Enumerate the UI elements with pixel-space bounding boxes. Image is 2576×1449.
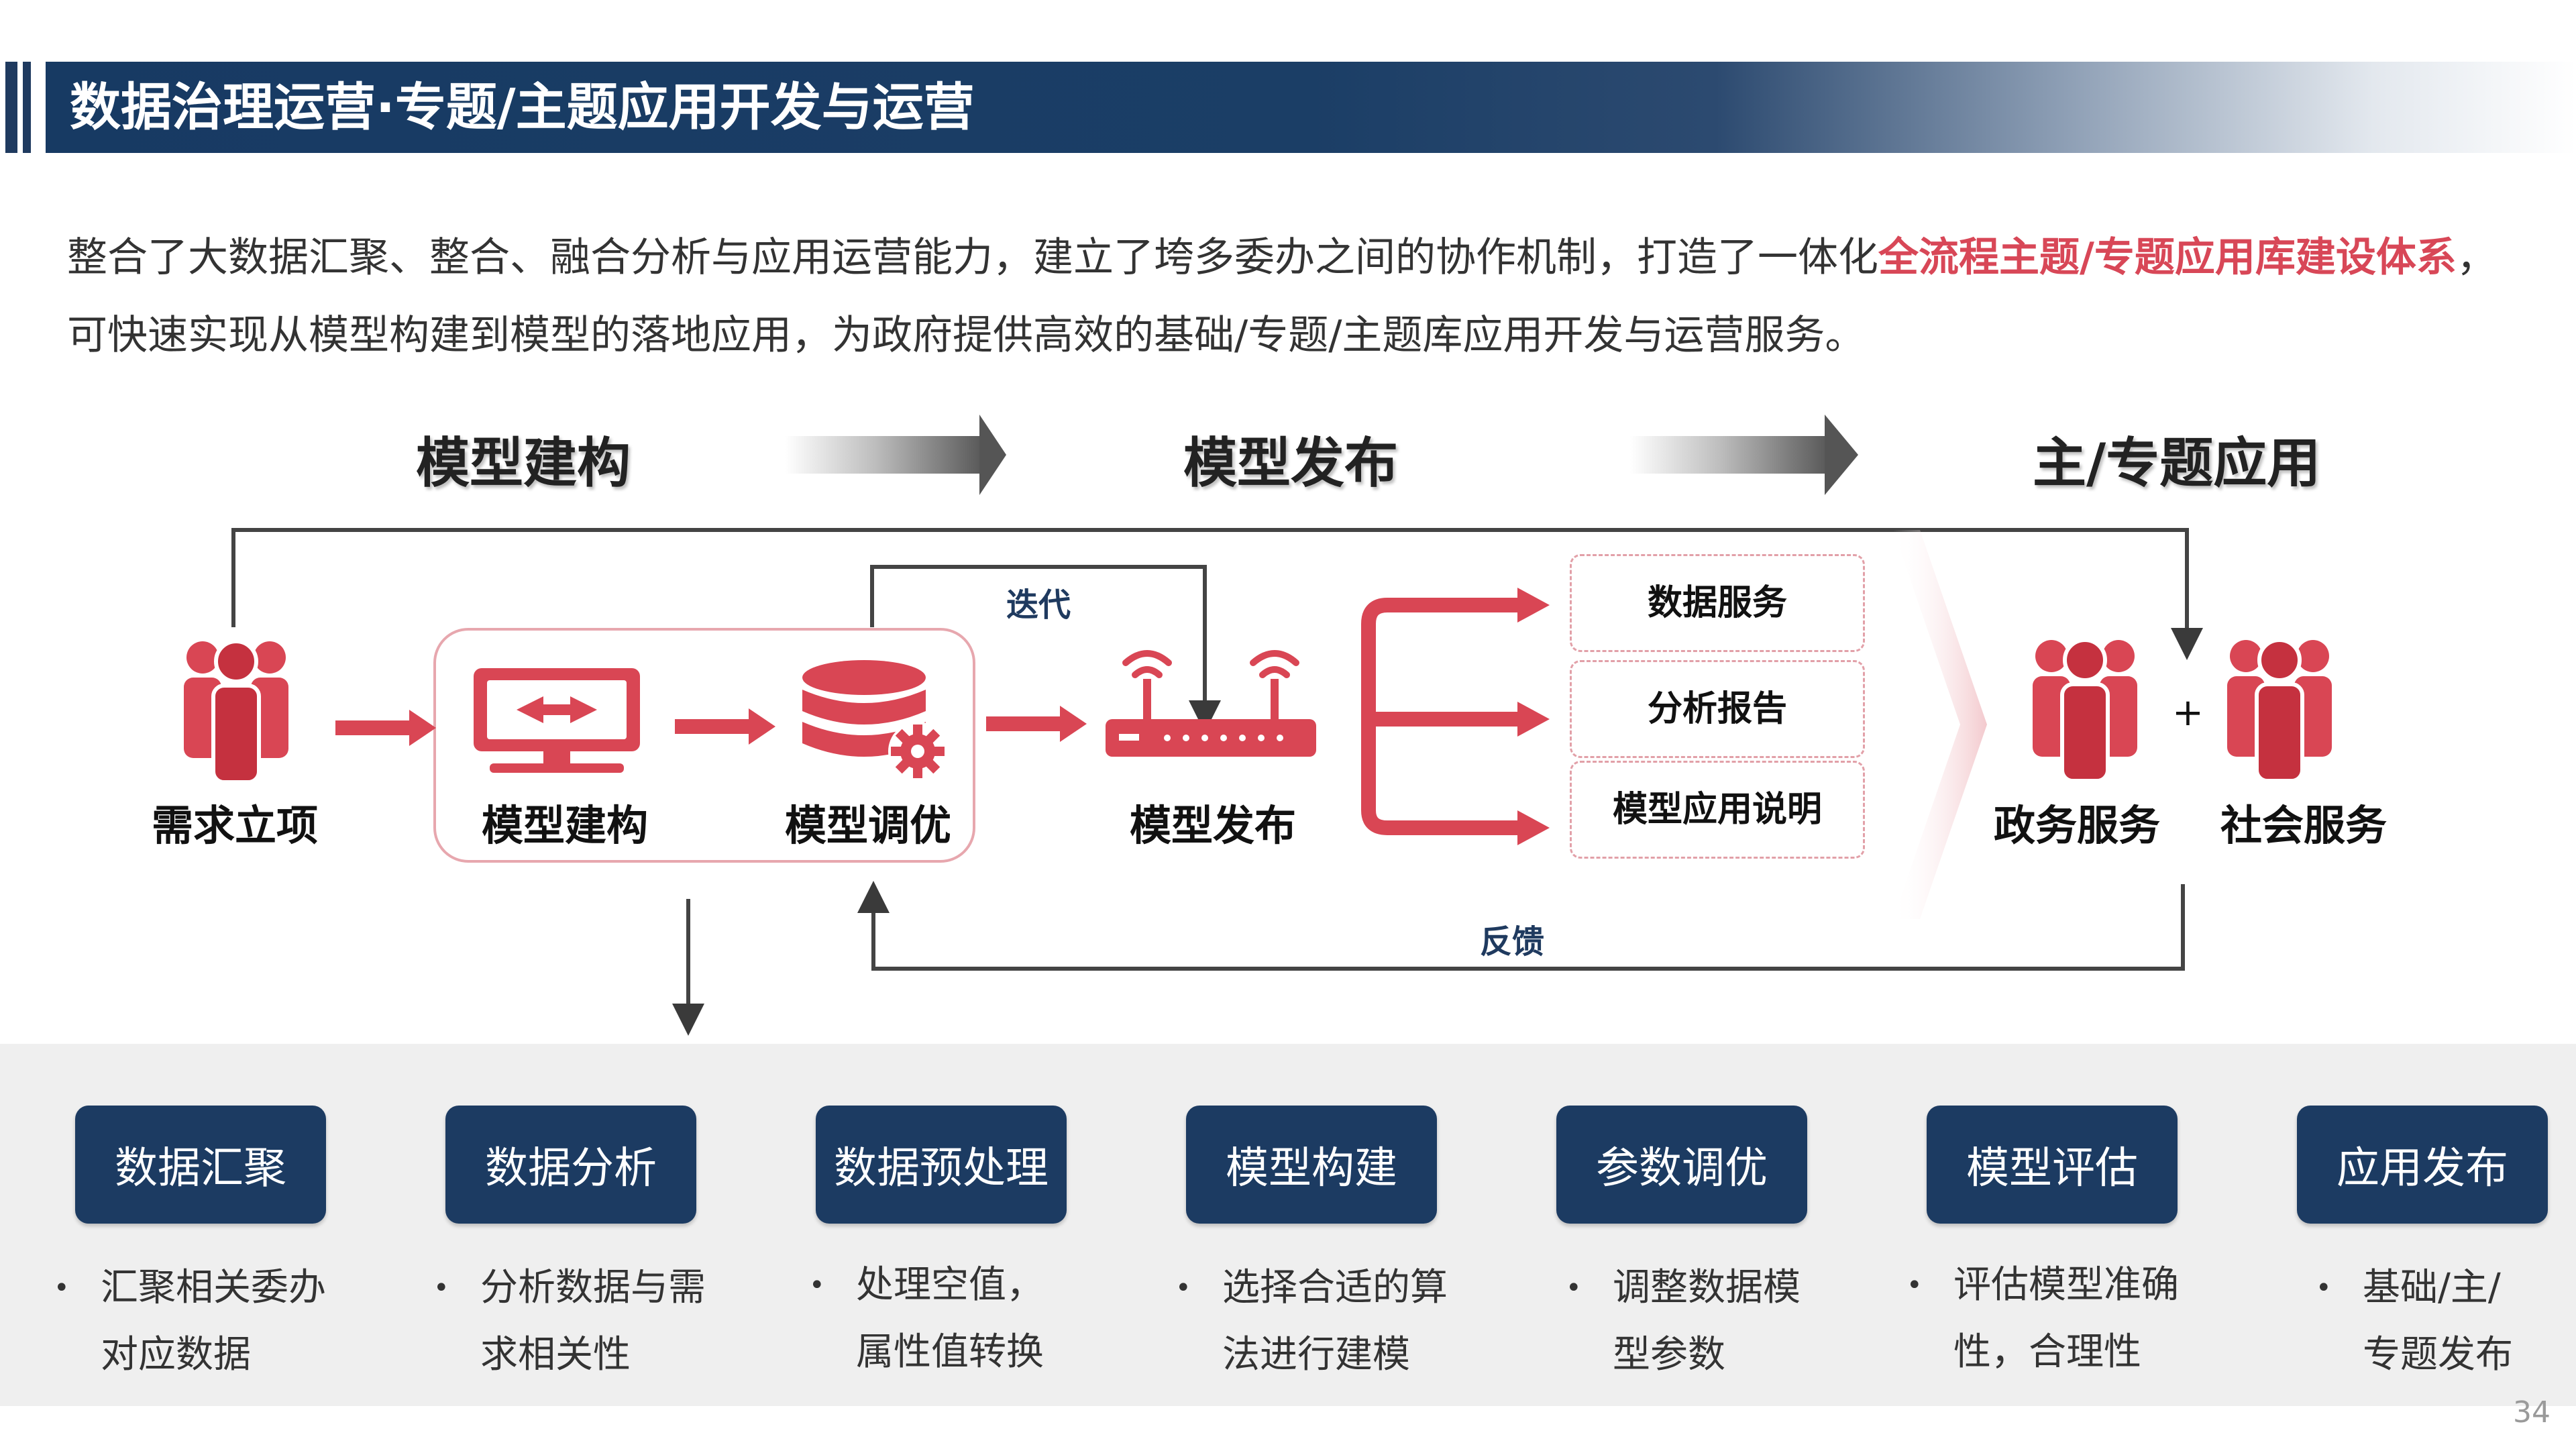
bullet-icon: • — [1566, 1273, 1582, 1303]
intro-paragraph: 整合了大数据汇聚、整合、融合分析与应用运营能力，建立了垮多委办之间的协作机制，打… — [67, 219, 2509, 374]
label-iterate: 迭代 — [1006, 586, 1071, 624]
bullet-icon: • — [1907, 1270, 1923, 1301]
flow-arrows — [335, 706, 1087, 746]
output-model-doc: 模型应用说明 — [1570, 761, 1865, 859]
bullet-icon: • — [54, 1273, 70, 1303]
step-desc-7: • 基础/主/专题发布 — [2316, 1254, 2513, 1389]
feedback-loop-line — [857, 881, 2185, 971]
step-data-aggregation: 数据汇聚 — [75, 1106, 326, 1224]
step-preprocessing: 数据预处理 — [816, 1106, 1067, 1224]
step-param-tuning: 参数调优 — [1556, 1106, 1807, 1224]
page-number: 34 — [2513, 1395, 2551, 1430]
label-demand: 需求立项 — [152, 801, 319, 850]
label-publish: 模型发布 — [1130, 801, 1297, 850]
step-app-release: 应用发布 — [2297, 1106, 2548, 1224]
branch-arrows — [1361, 598, 1521, 835]
build-tune-group — [433, 628, 975, 863]
process-section — [0, 1044, 2576, 1406]
intro-highlight-2: 建设体系 — [2295, 234, 2457, 281]
step-desc-1: • 汇聚相关委办对应数据 — [54, 1254, 326, 1389]
label-feedback: 反馈 — [1480, 923, 1545, 961]
title-accent-bar-thin — [23, 62, 31, 153]
intro-text-1: 整合了大数据汇聚、整合、融合分析与应用运营能力，建立了垮多委办之间的协作机制，打… — [67, 234, 1878, 281]
step-data-analysis: 数据分析 — [445, 1106, 696, 1224]
people-icon — [184, 639, 288, 784]
step-desc-5: • 调整数据模型参数 — [1566, 1254, 1801, 1389]
stage-model-build: 模型建构 — [416, 432, 631, 494]
step-model-build: 模型构建 — [1186, 1106, 1437, 1224]
intro-highlight-1: 全流程主题/专题应用库 — [1878, 234, 2296, 281]
bullet-icon: • — [809, 1270, 825, 1301]
step-desc-2: • 分析数据与需求相关性 — [433, 1254, 706, 1389]
stage-arrow-1 — [785, 415, 1006, 495]
people-icon-gov — [2033, 638, 2137, 783]
stage-arrow-2 — [1630, 415, 1858, 495]
bullet-icon: • — [2316, 1273, 2332, 1303]
label-gov-services: 政务服务 — [1994, 801, 2161, 850]
title-accent-bar — [5, 62, 17, 153]
database-gear-icon — [802, 660, 947, 781]
output-analysis-report: 分析报告 — [1570, 660, 1865, 758]
big-chevron — [1893, 530, 1987, 919]
top-loop-line — [231, 528, 2203, 660]
output-data-service: 数据服务 — [1570, 554, 1865, 652]
flow-diagram — [231, 415, 2203, 1036]
step-model-eval: 模型评估 — [1927, 1106, 2178, 1224]
bullet-icon: • — [1175, 1273, 1191, 1303]
label-social-services: 社会服务 — [2220, 801, 2387, 850]
label-tune: 模型调优 — [785, 801, 952, 850]
people-icon-social — [2227, 638, 2332, 783]
intro-text-2: ， 可快速实现从模型构建到模型的落地应用，为政府提供高效的基础/专题/主题库应用… — [67, 234, 2497, 359]
step-desc-4: • 选择合适的算法进行建模 — [1175, 1254, 1448, 1389]
label-build: 模型建构 — [482, 801, 649, 850]
iterate-loop-line — [870, 565, 1221, 733]
router-icon — [1106, 650, 1316, 757]
stage-model-publish: 模型发布 — [1183, 432, 1398, 494]
step-desc-3: • 处理空值，属性值转换 — [809, 1252, 1044, 1386]
title-bar — [46, 62, 2576, 153]
monitor-icon — [474, 668, 640, 773]
plus-sign: + — [2172, 691, 2204, 735]
page-title: 数据治理运营·专题/主题应用开发与运营 — [70, 77, 975, 137]
bullet-icon: • — [433, 1273, 449, 1303]
step-desc-6: • 评估模型准确性，合理性 — [1907, 1252, 2179, 1386]
stage-application: 主/专题应用 — [2033, 432, 2321, 494]
